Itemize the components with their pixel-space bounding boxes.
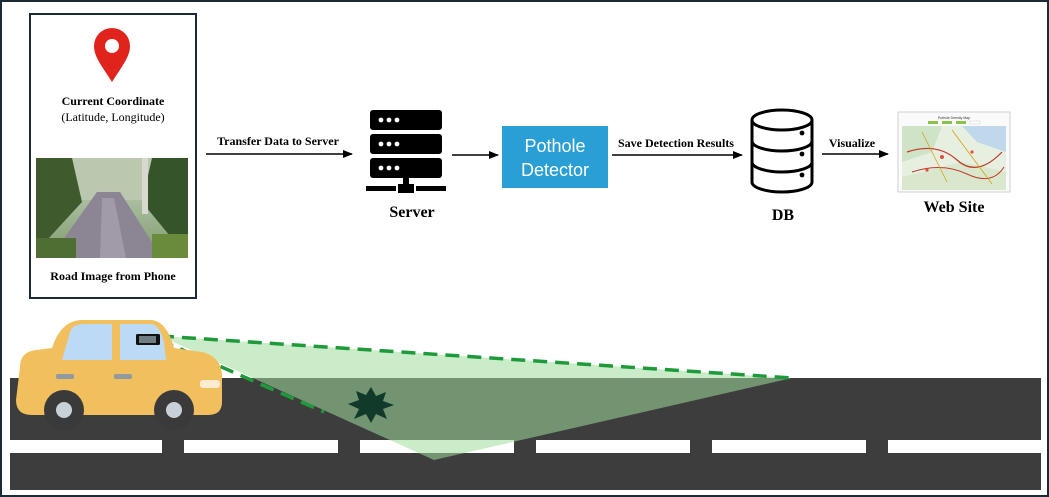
visualize-label: Visualize [829,136,876,150]
detector-label-line2: Detector [521,160,589,180]
pothole-icon [348,387,394,423]
server-label: Server [389,204,434,221]
camera-view-edge-far [159,334,793,380]
db-label: DB [772,207,795,224]
camera-view-cone [160,336,792,460]
coordinate-subtitle: (Latitude, Longitude) [61,110,164,124]
transfer-label: Transfer Data to Server [217,134,340,148]
website-label: Web Site [924,199,985,216]
location-pin-icon [94,28,130,82]
phone-camera-icon [136,334,160,345]
server-icon [366,110,446,193]
save-label: Save Detection Results [618,136,734,150]
database-icon [750,108,814,194]
pothole-detector-box [502,126,608,188]
detector-label-line1: Pothole [524,136,585,156]
car-icon [16,320,222,430]
website-header-text: Pothole Density Map [938,116,970,120]
website-thumbnail: Pothole Density Map [897,111,1011,193]
road-image-caption: Road Image from Phone [50,269,176,283]
coordinate-title: Current Coordinate [62,94,165,108]
road-photo [36,158,188,258]
